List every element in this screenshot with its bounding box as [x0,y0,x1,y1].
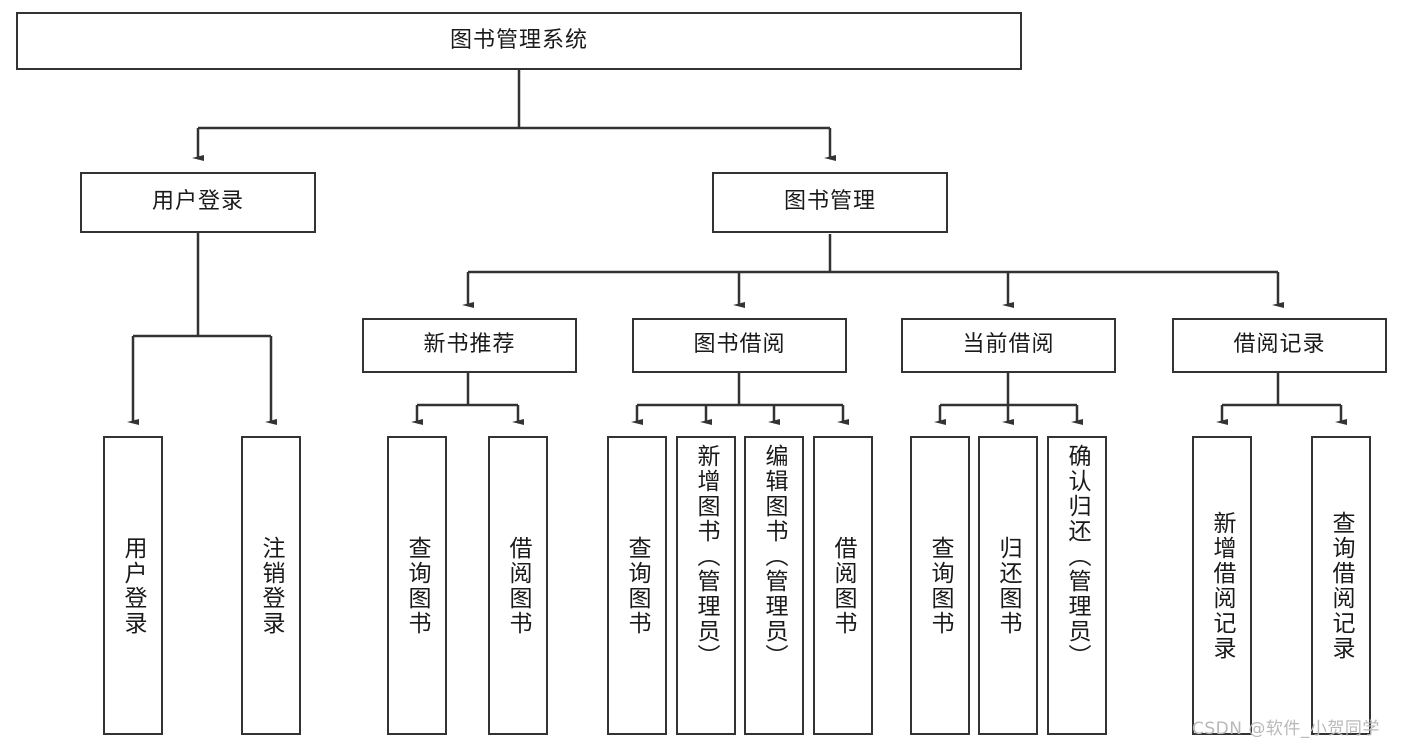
node-label: 新增借阅记录 [1209,510,1236,661]
leaf-current-confirm-return-admin[interactable]: 确认归还（管理员） [1047,436,1107,735]
leaf-record-query-record[interactable]: 查询借阅记录 [1311,436,1371,735]
leaf-borrow-borrow-book[interactable]: 借阅图书 [813,436,873,735]
node-label: 图书管理 [783,189,876,215]
node-label: 图书管理系统 [449,27,588,53]
node-label: 用户登录 [120,535,147,636]
leaf-new-book-borrow[interactable]: 借阅图书 [488,436,548,735]
node-label: 借阅图书 [830,535,857,636]
leaf-borrow-edit-book-admin[interactable]: 编辑图书（管理员） [744,436,804,735]
node-label: 注销登录 [258,535,285,636]
leaf-user-login-signin[interactable]: 用户登录 [103,436,163,735]
node-label: 查询图书 [624,535,651,636]
node-user-login[interactable]: 用户登录 [80,172,316,233]
leaf-new-book-query[interactable]: 查询图书 [387,436,447,735]
node-label: 借阅图书 [505,535,532,636]
node-book-management[interactable]: 图书管理 [712,172,948,233]
node-label: 新增图书（管理员） [693,444,720,669]
node-label: 借阅记录 [1233,332,1326,358]
node-label: 查询图书 [927,535,954,636]
leaf-borrow-add-book-admin[interactable]: 新增图书（管理员） [676,436,736,735]
node-borrow-record[interactable]: 借阅记录 [1172,318,1387,373]
leaf-current-query-book[interactable]: 查询图书 [910,436,970,735]
leaf-current-return-book[interactable]: 归还图书 [978,436,1038,735]
node-label: 归还图书 [995,535,1022,636]
csdn-watermark: CSDN @软件_小贺同学 [1192,719,1380,739]
node-new-book-recommend[interactable]: 新书推荐 [362,318,577,373]
node-label: 新书推荐 [423,332,516,358]
node-label: 确认归还（管理员） [1064,444,1091,669]
leaf-record-add-record[interactable]: 新增借阅记录 [1192,436,1252,735]
leaf-borrow-query-book[interactable]: 查询图书 [607,436,667,735]
node-current-borrow[interactable]: 当前借阅 [901,318,1116,373]
node-label: 编辑图书（管理员） [761,444,788,669]
node-label: 用户登录 [151,189,244,215]
leaf-user-login-signout[interactable]: 注销登录 [241,436,301,735]
node-label: 查询图书 [404,535,431,636]
node-label: 当前借阅 [962,332,1055,358]
node-root-book-management-system[interactable]: 图书管理系统 [16,12,1022,70]
node-label: 查询借阅记录 [1328,510,1355,661]
node-label: 图书借阅 [693,332,786,358]
node-book-borrow[interactable]: 图书借阅 [632,318,847,373]
